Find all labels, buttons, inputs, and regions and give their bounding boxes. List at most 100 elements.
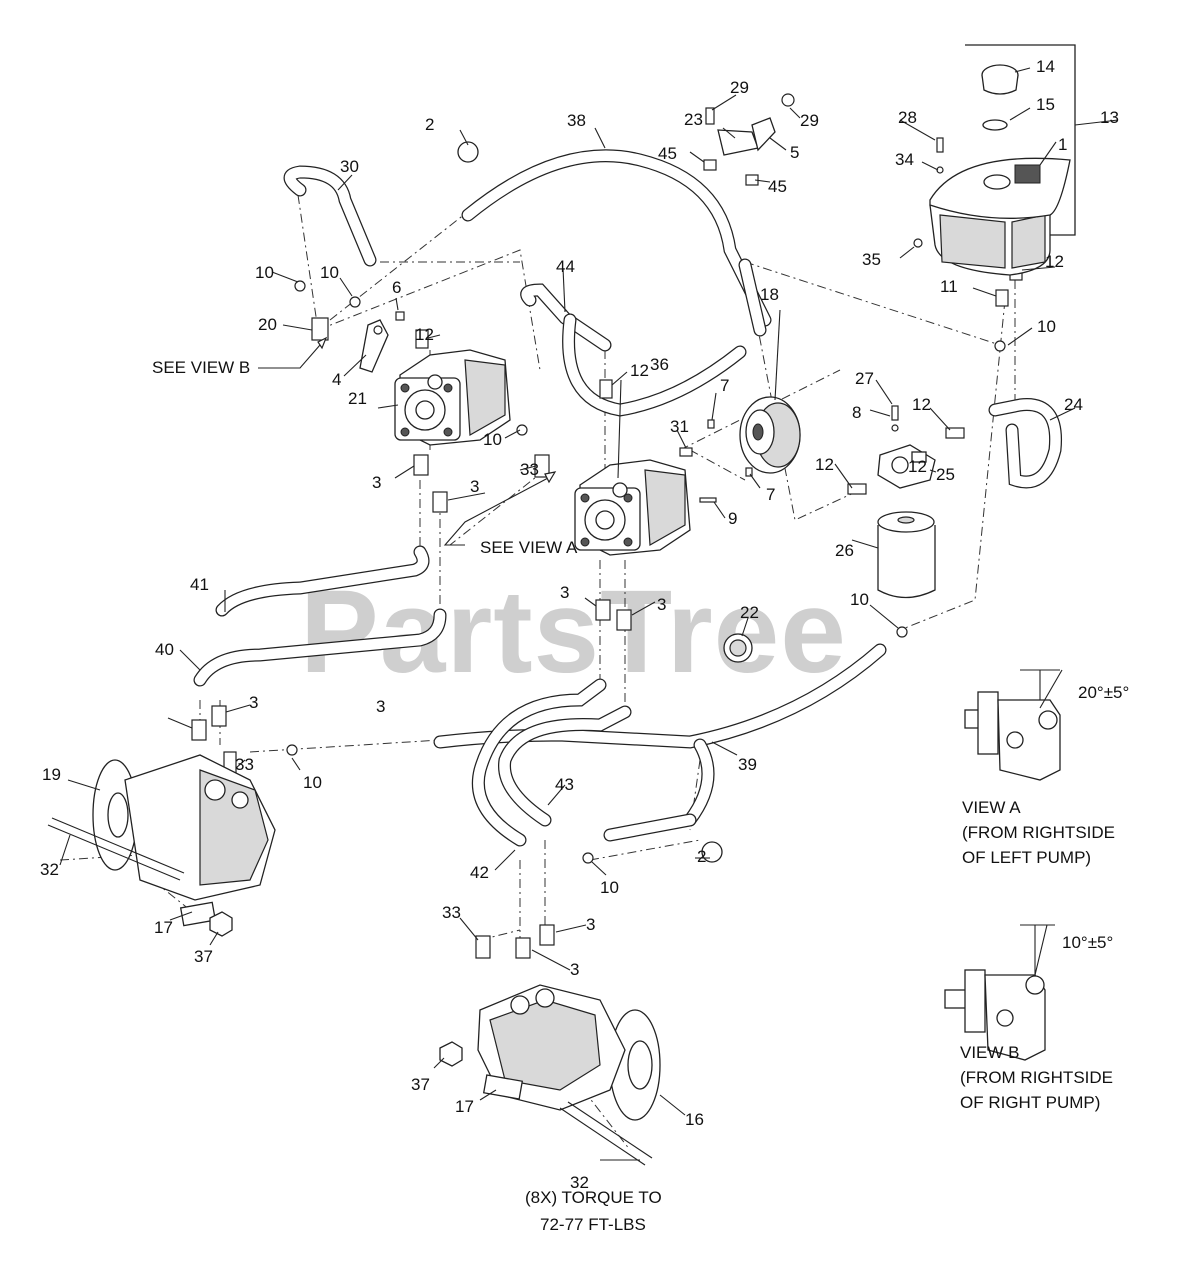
callout-26: 26 xyxy=(835,541,854,560)
callout-4: 4 xyxy=(332,370,341,389)
callout-33: 33 xyxy=(235,755,254,774)
leader-lines xyxy=(59,67,1119,1161)
callout-3: 3 xyxy=(249,693,258,712)
callout-3: 3 xyxy=(470,477,479,496)
callout-29: 29 xyxy=(730,78,749,97)
callout-23: 23 xyxy=(684,110,703,129)
callout-44: 44 xyxy=(556,257,575,276)
callout-33: 33 xyxy=(520,460,539,479)
callout-10: 10 xyxy=(320,263,339,282)
callout-45: 45 xyxy=(768,177,787,196)
callout-10: 10 xyxy=(483,430,502,449)
callout-18: 18 xyxy=(760,285,779,304)
callout-22: 22 xyxy=(740,603,759,622)
callout-35: 35 xyxy=(862,250,881,269)
view-b-angle: 10°±5° xyxy=(1062,933,1113,952)
view-a-inset xyxy=(964,669,1063,781)
see-view-b-note: SEE VIEW B xyxy=(152,358,250,377)
callout-27: 27 xyxy=(855,369,874,388)
torque-note-line1: (8X) TORQUE TO xyxy=(525,1188,662,1207)
callout-1: 1 xyxy=(1058,135,1067,154)
callout-2: 2 xyxy=(697,847,706,866)
callout-10: 10 xyxy=(1037,317,1056,336)
callout-12: 12 xyxy=(912,395,931,414)
hydraulic-pump-left xyxy=(574,459,691,556)
callout-17: 17 xyxy=(154,918,173,937)
callout-21: 21 xyxy=(348,389,367,408)
callout-32: 32 xyxy=(40,860,59,879)
callout-7: 7 xyxy=(720,376,729,395)
pump-pulley xyxy=(739,396,801,474)
callout-32: 32 xyxy=(570,1173,589,1192)
callout-5: 5 xyxy=(790,143,799,162)
callout-39: 39 xyxy=(738,755,757,774)
wheel-motor-right xyxy=(439,984,661,1166)
fittings xyxy=(191,93,1023,959)
callout-3: 3 xyxy=(657,595,666,614)
hydraulic-pump-right xyxy=(394,349,511,446)
callout-3: 3 xyxy=(560,583,569,602)
callout-29: 29 xyxy=(800,111,819,130)
callout-37: 37 xyxy=(194,947,213,966)
view-b-desc-line1: (FROM RIGHTSIDE xyxy=(960,1068,1113,1087)
callout-37: 37 xyxy=(411,1075,430,1094)
callout-41: 41 xyxy=(190,575,209,594)
view-b-title: VIEW B xyxy=(960,1043,1020,1062)
callout-42: 42 xyxy=(470,863,489,882)
callout-12: 12 xyxy=(908,457,927,476)
callout-3: 3 xyxy=(376,697,385,716)
callout-10: 10 xyxy=(303,773,322,792)
callout-45: 45 xyxy=(658,144,677,163)
callout-34: 34 xyxy=(895,150,914,169)
hydraulic-reservoir xyxy=(929,44,1076,276)
callout-30: 30 xyxy=(340,157,359,176)
callout-31: 31 xyxy=(670,417,689,436)
view-a-angle: 20°±5° xyxy=(1078,683,1129,702)
callout-12: 12 xyxy=(415,325,434,344)
callout-6: 6 xyxy=(392,278,401,297)
view-b-desc-line2: OF RIGHT PUMP) xyxy=(960,1093,1100,1112)
callout-19: 19 xyxy=(42,765,61,784)
callout-12: 12 xyxy=(815,455,834,474)
brackets xyxy=(359,117,776,373)
callout-7: 7 xyxy=(766,485,775,504)
callout-11: 11 xyxy=(940,277,958,296)
view-b-inset xyxy=(944,924,1055,1061)
callout-16: 16 xyxy=(685,1110,704,1129)
callout-10: 10 xyxy=(850,590,869,609)
callout-20: 20 xyxy=(258,315,277,334)
wheel-motor-left xyxy=(47,754,276,937)
callout-2: 2 xyxy=(425,115,434,134)
see-view-a-note: SEE VIEW A xyxy=(480,538,578,557)
callout-25: 25 xyxy=(936,465,955,484)
callout-24: 24 xyxy=(1064,395,1083,414)
callout-10: 10 xyxy=(600,878,619,897)
callout-17: 17 xyxy=(455,1097,474,1116)
callout-10: 10 xyxy=(255,263,274,282)
filter-assembly xyxy=(877,444,936,599)
torque-note-line2: 72-77 FT-LBS xyxy=(540,1215,646,1234)
callout-38: 38 xyxy=(567,111,586,130)
callout-13: 13 xyxy=(1100,108,1119,127)
callout-15: 15 xyxy=(1036,95,1055,114)
view-a-desc-line1: (FROM RIGHTSIDE xyxy=(962,823,1115,842)
hoses xyxy=(193,149,1063,847)
callout-12: 12 xyxy=(630,361,649,380)
callout-9: 9 xyxy=(728,509,737,528)
callout-12: 12 xyxy=(1045,252,1064,271)
callout-33: 33 xyxy=(442,903,461,922)
callout-3: 3 xyxy=(570,960,579,979)
watermark: PartsTree xyxy=(300,566,847,698)
callout-3: 3 xyxy=(372,473,381,492)
callout-36: 36 xyxy=(650,355,669,374)
callout-43: 43 xyxy=(555,775,574,794)
callout-40: 40 xyxy=(155,640,174,659)
callout-8: 8 xyxy=(852,403,861,422)
callout-14: 14 xyxy=(1036,57,1055,76)
callout-28: 28 xyxy=(898,108,917,127)
view-a-desc-line2: OF LEFT PUMP) xyxy=(962,848,1091,867)
view-a-title: VIEW A xyxy=(962,798,1021,817)
